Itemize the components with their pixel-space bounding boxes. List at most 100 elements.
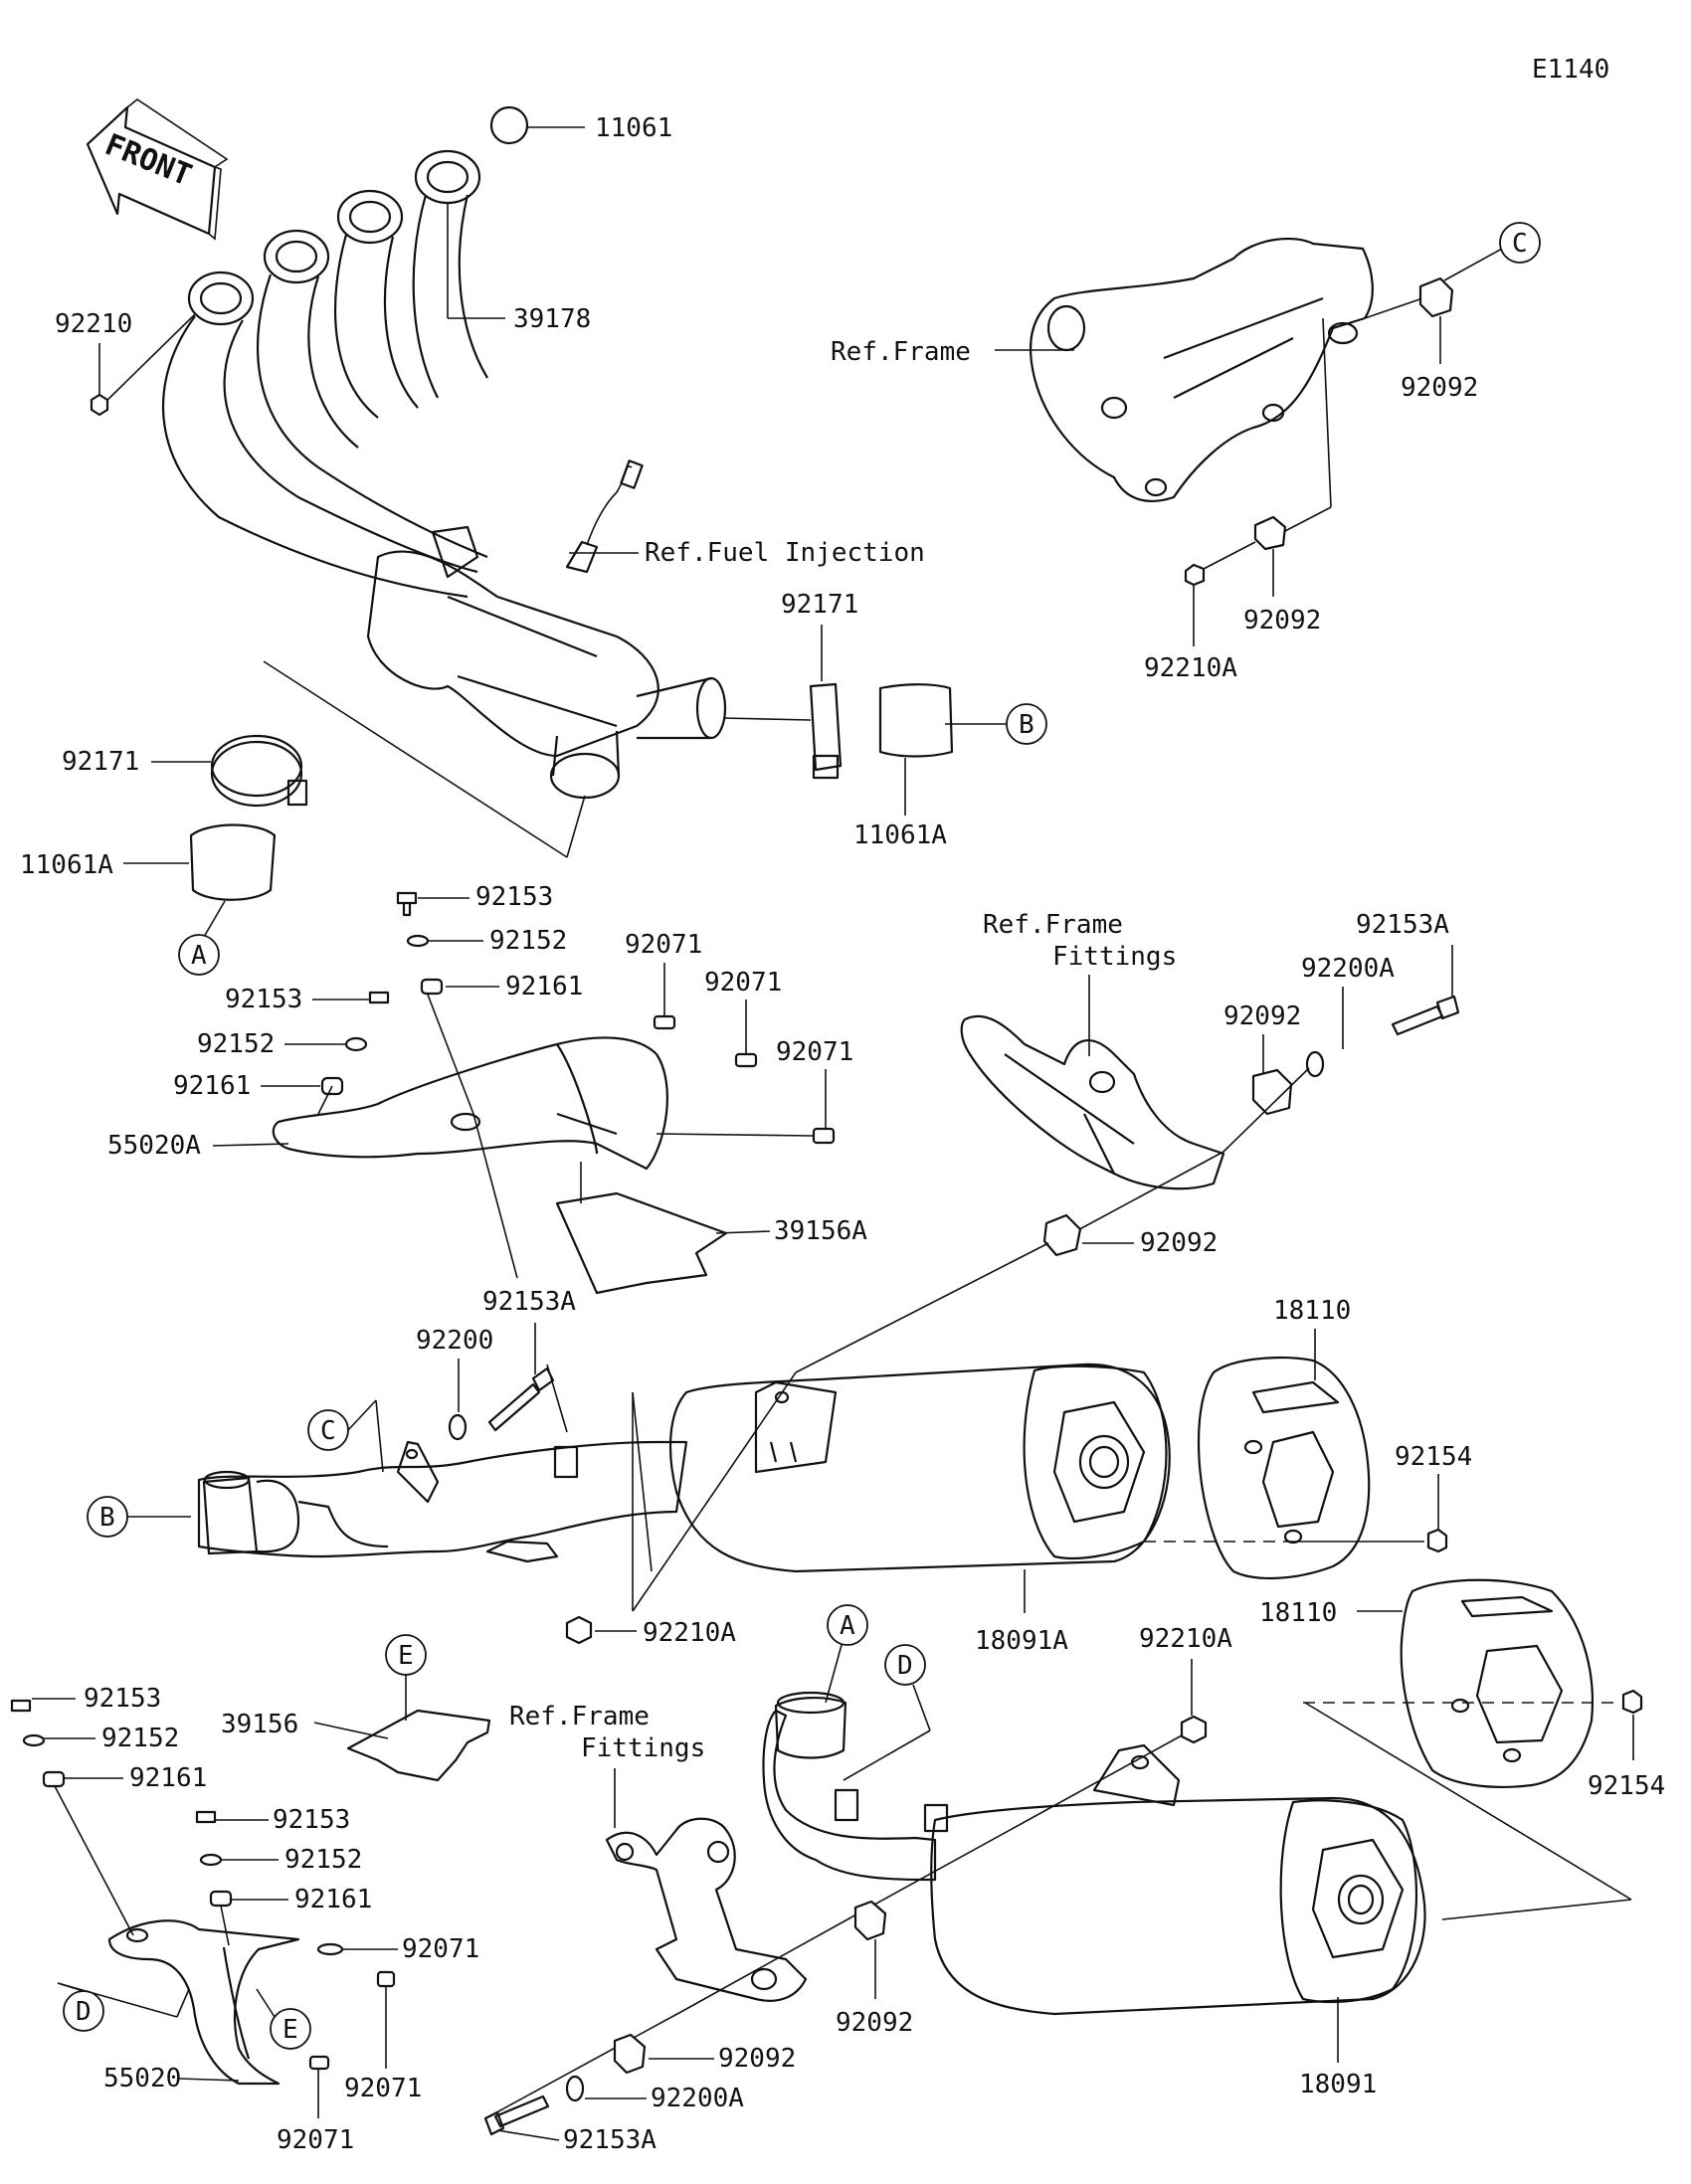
grommet-92092-lower [1253,515,1287,551]
washer-92152-b [344,1036,368,1052]
diagram-code: E1140 [1532,55,1609,85]
label-ref-frame-mid: Ref.Frame [983,910,1123,940]
grommet-92092-muffler [1042,1213,1082,1257]
label-92200A-lower: 92200A [651,2084,744,2113]
svg-text:C: C [320,1416,336,1446]
label-92092-lower-b: 92092 [718,2044,796,2074]
callout-C-top [1499,222,1541,264]
sleeve-11061A-left [189,823,277,901]
clip-92071-f [308,2055,330,2071]
label-92161-guard: 92161 [505,972,583,1001]
label-ref-frame-top: Ref.Frame [831,337,971,367]
grommet-92092-lower-a [853,1900,887,1941]
nut-92210A-muffler [565,1615,593,1645]
label-92092-mid: 92092 [1223,1001,1301,1031]
label-92200A-mid: 92200A [1301,954,1395,984]
label-92210A-frame: 92210A [1144,653,1237,683]
callout-A-left [178,934,220,976]
label-92092-muffler: 92092 [1140,1228,1218,1258]
clip-92071-a [653,1014,676,1030]
label-92071-f: 92071 [277,2125,354,2155]
washer-92200A-lower [565,2075,585,2102]
label-39156: 39156 [221,1710,298,1739]
heat-shield-39156A [555,1191,728,1295]
bolt-92153A-lower [483,2094,550,2136]
grommet-92161-d [209,1890,233,1908]
frame-fitting-bracket-mid [960,1014,1225,1190]
washer-92152-d [199,1853,223,1867]
svg-text:D: D [76,1997,92,2027]
label-fittings-mid: Fittings [1052,942,1177,972]
callout-D-lower [884,1644,926,1686]
label-92171-top: 92171 [781,590,858,620]
washer-92152-a [406,934,430,948]
callout-A-lower [827,1604,868,1646]
label-18110-lower: 18110 [1259,1598,1337,1628]
muffler-18091A [197,1363,1171,1573]
label-39156A: 39156A [774,1216,867,1246]
label-92071-d: 92071 [402,1934,479,1964]
svg-text:E: E [398,1641,414,1671]
grommet-92092-mid [1251,1068,1293,1116]
label-92154-lower: 92154 [1588,1771,1665,1801]
grommet-92092-lower-b [613,2033,647,2075]
label-92153-c: 92153 [84,1684,161,1714]
heat-guard-55020 [107,1919,300,2086]
frame-bracket-top [1030,237,1374,502]
sleeve-11061A-top [878,683,954,758]
end-cap-18110-upper [1197,1357,1371,1580]
end-cap-18110-lower [1400,1578,1595,1788]
label-92152-c: 92152 [101,1724,179,1753]
svg-text:C: C [1512,229,1528,259]
svg-text:D: D [897,1651,913,1681]
label-92153A-mid: 92153A [1356,910,1449,940]
svg-text:B: B [99,1503,115,1533]
label-92152-d: 92152 [284,1845,362,1875]
label-39178: 39178 [513,304,591,334]
nut-92154-lower [1621,1689,1643,1715]
svg-text:E: E [282,2015,298,2045]
label-92071-e: 92071 [344,2074,422,2103]
exhaust-header-pipes [161,149,727,800]
washer-92152-c [22,1733,46,1747]
bolt-92153A-mid [1391,995,1460,1036]
label-11061A-left: 11061A [20,850,113,880]
label-92153-guard-b: 92153 [225,985,302,1014]
label-92161-d: 92161 [294,1885,372,1914]
svg-text:A: A [840,1611,855,1641]
clamp-92171-top [809,682,843,772]
label-ref-frame-lower: Ref.Frame [509,1702,650,1731]
bolt-92153-b [368,991,390,1004]
label-92153-d: 92153 [273,1805,350,1835]
clip-92071-b [734,1052,758,1068]
label-92092-frame-lower: 92092 [1243,606,1321,636]
label-92200: 92200 [416,1326,493,1356]
label-92152-guard: 92152 [489,926,567,956]
nut-92210 [90,393,109,417]
bolt-92153-a [396,891,418,917]
grommet-92092-c [1418,276,1454,318]
label-92071-c: 92071 [776,1037,853,1067]
bolt-92153-d [195,1810,217,1824]
label-92153A-guard: 92153A [482,1287,576,1317]
grommet-92161-a [420,978,444,996]
gasket-ring-11061 [489,105,529,145]
nut-92210A-lower [1180,1715,1208,1744]
callout-E-left [270,2008,311,2050]
svg-text:A: A [191,941,207,971]
svg-text:B: B [1019,710,1034,740]
label-92153A-lower: 92153A [563,2125,657,2155]
label-92171-left: 92171 [62,747,139,777]
label-92210A-lower: 92210A [1139,1624,1232,1654]
label-fittings-lower: Fittings [581,1733,705,1763]
bolt-92153A-muffler [487,1366,555,1432]
washer-92200A-mid [1305,1050,1325,1078]
clip-92071-d [316,1942,344,1956]
front-arrow-icon: FRONT [86,98,229,241]
label-55020: 55020 [103,2064,181,2093]
label-92092-lower-a: 92092 [836,2008,913,2038]
label-92152-guard-b: 92152 [197,1029,275,1059]
label-55020A: 55020A [107,1131,201,1161]
label-18091A: 18091A [975,1626,1068,1656]
